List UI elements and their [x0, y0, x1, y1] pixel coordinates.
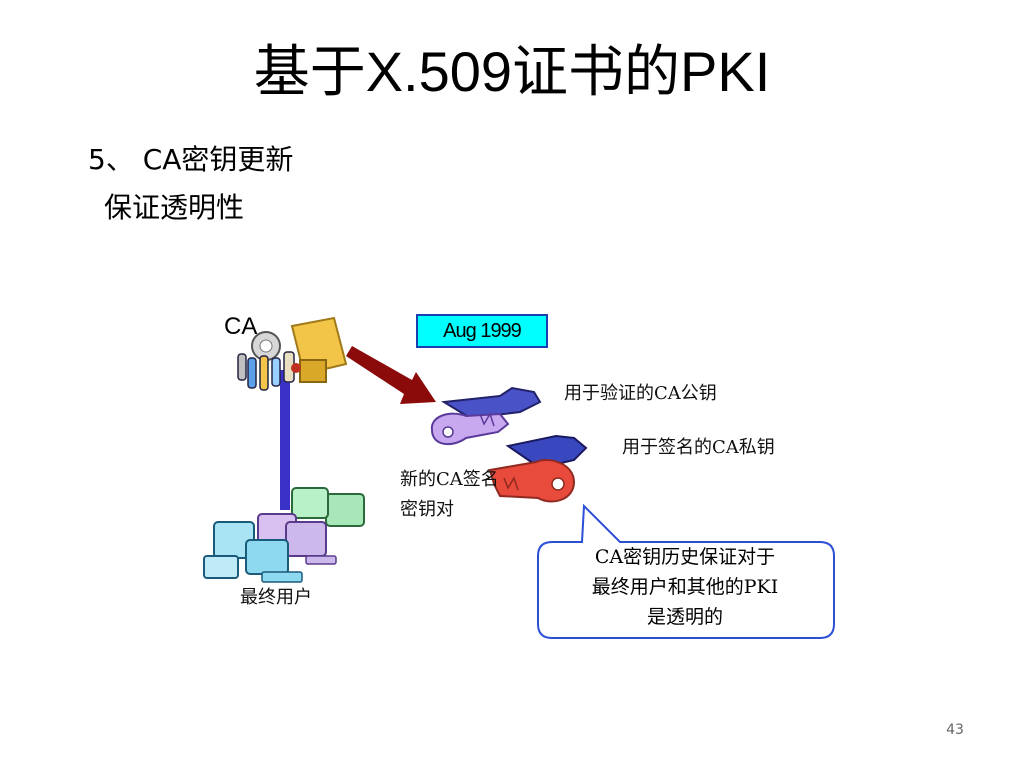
- page-number: 43: [946, 722, 964, 738]
- callout-bubble-icon: [537, 503, 835, 639]
- ca-label: CA: [224, 313, 258, 340]
- signing-private-key-label: 用于签名的CA私钥: [622, 437, 775, 458]
- keyring-icon: [237, 316, 348, 391]
- callout-line: 是透明的: [646, 606, 723, 628]
- arrow-icon: [346, 346, 436, 404]
- date-badge: Aug 1999: [416, 314, 548, 348]
- computer-group-icon: [203, 487, 365, 583]
- slide-title: 基于X.509证书的PKI: [253, 40, 771, 103]
- ca-link-line: [280, 370, 290, 510]
- new-key-pair-label-line1: 新的CA签名: [400, 469, 499, 490]
- bullet-ca-key-update: 5、 CA密钥更新: [88, 143, 294, 176]
- callout-line: 最终用户和其他的PKI: [591, 576, 779, 598]
- bullet-transparency: 保证透明性: [104, 191, 245, 224]
- new-key-pair-label-line2: 密钥对: [400, 499, 454, 520]
- public-key-icon: [430, 386, 542, 446]
- end-users-label: 最终用户: [240, 587, 312, 608]
- callout-line: CA密钥历史保证对于: [594, 546, 776, 568]
- private-key-icon: [488, 434, 588, 503]
- callout-text: CA密钥历史保证对于 最终用户和其他的PKI 是透明的: [540, 542, 830, 632]
- verify-public-key-label: 用于验证的CA公钥: [564, 383, 717, 404]
